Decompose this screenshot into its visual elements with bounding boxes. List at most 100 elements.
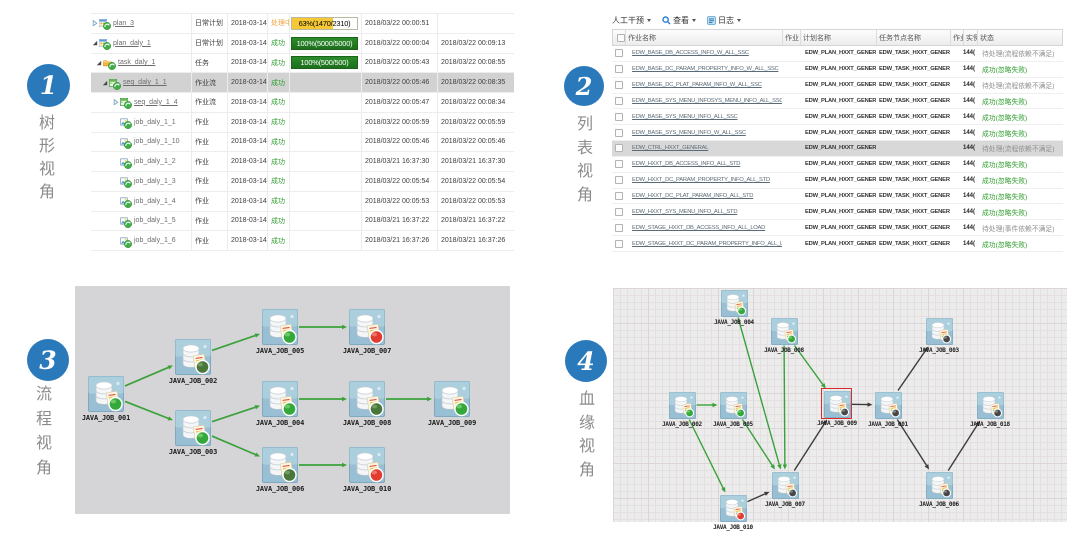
tree-item-name[interactable]: job_daly_1_6 bbox=[134, 237, 176, 245]
dag-node-JAVA_JOB_002[interactable]: JAVA_JOB_002 bbox=[169, 339, 217, 385]
dag-node-JAVA_JOB_010[interactable]: JAVA_JOB_010 bbox=[343, 447, 391, 493]
list-row[interactable]: EDW_CTRL_HXXT_GENERAL EDW_PLAN_HXXT_GENE… bbox=[612, 141, 1063, 157]
tree-expanded-icon[interactable] bbox=[92, 40, 98, 46]
list-row[interactable]: EDW_HXXT_DB_ACCESS_INFO_ALL_STD EDW_PLAN… bbox=[612, 156, 1063, 173]
tree-name-cell[interactable]: job_daly_1_3 bbox=[91, 172, 192, 191]
column-header[interactable]: 作业名称 bbox=[626, 30, 783, 45]
tree-expand-toggle[interactable] bbox=[92, 20, 99, 27]
dag-node-JAVA_JOB_010[interactable]: JAVA_JOB_010 bbox=[713, 494, 753, 531]
list-row[interactable]: EDW_HXXT_DC_PLAT_PARAM_INFO_ALL_STD EDW_… bbox=[612, 188, 1063, 205]
column-header[interactable]: 作业 bbox=[951, 30, 964, 45]
tree-item-name[interactable]: job_daly_1_2 bbox=[134, 158, 176, 166]
toolbar-button-查看[interactable]: 查看 bbox=[662, 15, 696, 26]
list-row[interactable]: EDW_HXXT_SYS_MENU_INFO_ALL_STD EDW_PLAN_… bbox=[612, 204, 1063, 221]
tree-row[interactable]: plan_daly_1 日常计划 2018-03-14 成功 100%(5000… bbox=[91, 33, 514, 54]
dag-node-JAVA_JOB_003[interactable]: JAVA_JOB_003 bbox=[919, 317, 959, 354]
row-checkbox-cell[interactable] bbox=[612, 141, 625, 156]
dag-node-JAVA_JOB_007[interactable]: JAVA_JOB_007 bbox=[765, 471, 805, 508]
tree-row[interactable]: job_daly_1_10 作业 2018-03-14 成功 2018/03/2… bbox=[91, 132, 514, 153]
dag-node-JAVA_JOB_009[interactable]: JAVA_JOB_009 bbox=[428, 381, 476, 427]
tree-row[interactable]: seq_daly_1_1 作业流 2018-03-14 成功 2018/03/2… bbox=[91, 73, 514, 93]
tree-row[interactable]: plan_3 日常计划 2018-03-14 处理中 63%(1470/2310… bbox=[91, 14, 514, 34]
tree-row[interactable]: job_daly_1_5 作业 2018-03-14 成功 2018/03/21… bbox=[91, 211, 514, 232]
job-name-cell[interactable]: EDW_BASE_DC_PARAM_PROPERTY_INFO_W_ALL_SS… bbox=[625, 62, 782, 77]
tree-expand-toggle[interactable] bbox=[96, 60, 103, 66]
tree-item-name[interactable]: job_daly_1_4 bbox=[134, 197, 176, 205]
tree-name-cell[interactable]: seq_daly_1_4 bbox=[91, 93, 192, 112]
dag-node-JAVA_JOB_001[interactable]: JAVA_JOB_001 bbox=[868, 391, 908, 428]
tree-row[interactable]: seq_daly_1_4 作业流 2018-03-14 成功 2018/03/2… bbox=[91, 93, 514, 113]
column-header[interactable]: 任务节点名称 bbox=[877, 30, 951, 45]
job-name-cell[interactable]: EDW_BASE_SYS_MENU_INFOSYS_MENU_INFO_ALL_… bbox=[625, 94, 782, 109]
row-checkbox-cell[interactable] bbox=[612, 62, 625, 77]
lineage-view-canvas[interactable]: JAVA_JOB_004 JAVA_JOB_008 bbox=[613, 288, 1067, 531]
tree-name-cell[interactable]: job_daly_1_4 bbox=[91, 191, 192, 211]
tree-name-cell[interactable]: task_daly_1 bbox=[91, 53, 192, 73]
tree-name-cell[interactable]: job_daly_1_6 bbox=[91, 231, 192, 250]
tree-name-cell[interactable]: seq_daly_1_1 bbox=[91, 73, 192, 92]
job-name-cell[interactable]: EDW_HXXT_DC_PLAT_PARAM_INFO_ALL_STD bbox=[625, 189, 782, 204]
job-name-cell[interactable]: EDW_BASE_SYS_MENU_INFO_W_ALL_SSC bbox=[625, 125, 782, 140]
tree-name-cell[interactable]: job_daly_1_5 bbox=[91, 211, 192, 231]
job-name-cell[interactable]: EDW_BASE_DB_ACCESS_INFO_W_ALL_SSC bbox=[625, 46, 782, 61]
job-name-cell[interactable]: EDW_STAGE_HXXT_DC_PARAM_PROPERTY_INFO_AL… bbox=[625, 236, 782, 251]
tree-row[interactable]: job_daly_1_1 作业 2018-03-14 成功 2018/03/22… bbox=[91, 112, 514, 133]
tree-expand-toggle[interactable] bbox=[113, 99, 120, 106]
dag-node-JAVA_JOB_009[interactable]: JAVA_JOB_009 bbox=[817, 388, 857, 427]
dag-node-JAVA_JOB_006[interactable]: JAVA_JOB_006 bbox=[256, 447, 304, 493]
toolbar-button-人工干预[interactable]: 人工干预 bbox=[612, 15, 651, 26]
tree-expand-toggle[interactable] bbox=[102, 80, 109, 86]
tree-row[interactable]: job_daly_1_4 作业 2018-03-14 成功 2018/03/22… bbox=[91, 191, 514, 212]
dag-node-JAVA_JOB_003[interactable]: JAVA_JOB_003 bbox=[169, 410, 217, 456]
list-row[interactable]: EDW_BASE_DB_ACCESS_INFO_W_ALL_SSC EDW_PL… bbox=[612, 46, 1063, 62]
tree-item-name[interactable]: plan_daly_1 bbox=[113, 39, 151, 47]
list-row[interactable]: EDW_BASE_DC_PLAT_PARAM_INFO_W_ALL_SSC ED… bbox=[612, 77, 1063, 94]
tree-expanded-icon[interactable] bbox=[102, 80, 108, 86]
row-checkbox-cell[interactable] bbox=[612, 78, 625, 93]
dag-node-JAVA_JOB_018[interactable]: JAVA_JOB_018 bbox=[970, 391, 1010, 428]
header-select-all[interactable] bbox=[613, 30, 626, 45]
flow-view-canvas[interactable]: JAVA_JOB_001 JAVA_JOB_002 bbox=[75, 286, 510, 514]
list-row[interactable]: EDW_BASE_SYS_MENU_INFOSYS_MENU_INFO_ALL_… bbox=[612, 93, 1063, 110]
tree-name-cell[interactable]: plan_daly_1 bbox=[91, 33, 192, 53]
dag-node-JAVA_JOB_004[interactable]: JAVA_JOB_004 bbox=[714, 289, 754, 326]
tree-item-name[interactable]: job_daly_1_5 bbox=[134, 217, 176, 225]
row-checkbox-cell[interactable] bbox=[612, 125, 625, 140]
job-name-cell[interactable]: EDW_HXXT_SYS_MENU_INFO_ALL_STD bbox=[625, 204, 782, 219]
row-checkbox-cell[interactable] bbox=[612, 189, 625, 204]
tree-item-name[interactable]: seq_daly_1_4 bbox=[134, 98, 178, 106]
dag-node-JAVA_JOB_001[interactable]: JAVA_JOB_001 bbox=[82, 376, 130, 422]
list-row[interactable]: EDW_STAGE_HXXT_DC_PARAM_PROPERTY_INFO_AL… bbox=[612, 236, 1063, 252]
dag-node-JAVA_JOB_006[interactable]: JAVA_JOB_006 bbox=[919, 471, 959, 508]
job-name-cell[interactable]: EDW_CTRL_HXXT_GENERAL bbox=[625, 141, 782, 156]
row-checkbox-cell[interactable] bbox=[612, 157, 625, 172]
tree-expanded-icon[interactable] bbox=[96, 60, 102, 66]
tree-collapsed-icon[interactable] bbox=[92, 20, 98, 27]
tree-row[interactable]: job_daly_1_3 作业 2018-03-14 成功 2018/03/22… bbox=[91, 172, 514, 192]
column-header[interactable]: 实例 bbox=[964, 30, 978, 45]
dag-node-JAVA_JOB_007[interactable]: JAVA_JOB_007 bbox=[343, 309, 391, 355]
dag-node-JAVA_JOB_004[interactable]: JAVA_JOB_004 bbox=[256, 381, 304, 427]
row-checkbox-cell[interactable] bbox=[612, 236, 625, 251]
tree-name-cell[interactable]: job_daly_1_2 bbox=[91, 152, 192, 171]
list-row[interactable]: EDW_HXXT_DC_PARAM_PROPERTY_INFO_ALL_STD … bbox=[612, 172, 1063, 189]
list-row[interactable]: EDW_BASE_SYS_MENU_INFO_W_ALL_SSC EDW_PLA… bbox=[612, 125, 1063, 142]
dag-node-JAVA_JOB_005[interactable]: JAVA_JOB_005 bbox=[256, 309, 304, 355]
list-row[interactable]: EDW_BASE_DC_PARAM_PROPERTY_INFO_W_ALL_SS… bbox=[612, 61, 1063, 78]
job-name-cell[interactable]: EDW_STAGE_HXXT_DB_ACCESS_INFO_ALL_LOAD bbox=[625, 220, 782, 235]
column-header[interactable]: 计划名称 bbox=[801, 30, 877, 45]
tree-item-name[interactable]: task_daly_1 bbox=[118, 59, 156, 67]
tree-row[interactable]: job_daly_1_2 作业 2018-03-14 成功 2018/03/21… bbox=[91, 152, 514, 172]
dag-node-JAVA_JOB_008[interactable]: JAVA_JOB_008 bbox=[764, 317, 804, 354]
dag-node-JAVA_JOB_005[interactable]: JAVA_JOB_005 bbox=[713, 391, 753, 428]
list-row[interactable]: EDW_STAGE_HXXT_DB_ACCESS_INFO_ALL_LOAD E… bbox=[612, 220, 1063, 237]
list-row[interactable]: EDW_BASE_SYS_MENU_INFO_ALL_SSC EDW_PLAN_… bbox=[612, 109, 1063, 126]
tree-collapsed-icon[interactable] bbox=[113, 99, 119, 106]
tree-name-cell[interactable]: job_daly_1_1 bbox=[91, 112, 192, 132]
toolbar-button-日志[interactable]: 日志 bbox=[707, 15, 741, 26]
row-checkbox-cell[interactable] bbox=[612, 109, 625, 124]
tree-name-cell[interactable]: job_daly_1_10 bbox=[91, 132, 192, 152]
tree-item-name[interactable]: job_daly_1_10 bbox=[134, 138, 180, 146]
dag-node-JAVA_JOB_008[interactable]: JAVA_JOB_008 bbox=[343, 381, 391, 427]
job-name-cell[interactable]: EDW_BASE_DC_PLAT_PARAM_INFO_W_ALL_SSC bbox=[625, 78, 782, 93]
